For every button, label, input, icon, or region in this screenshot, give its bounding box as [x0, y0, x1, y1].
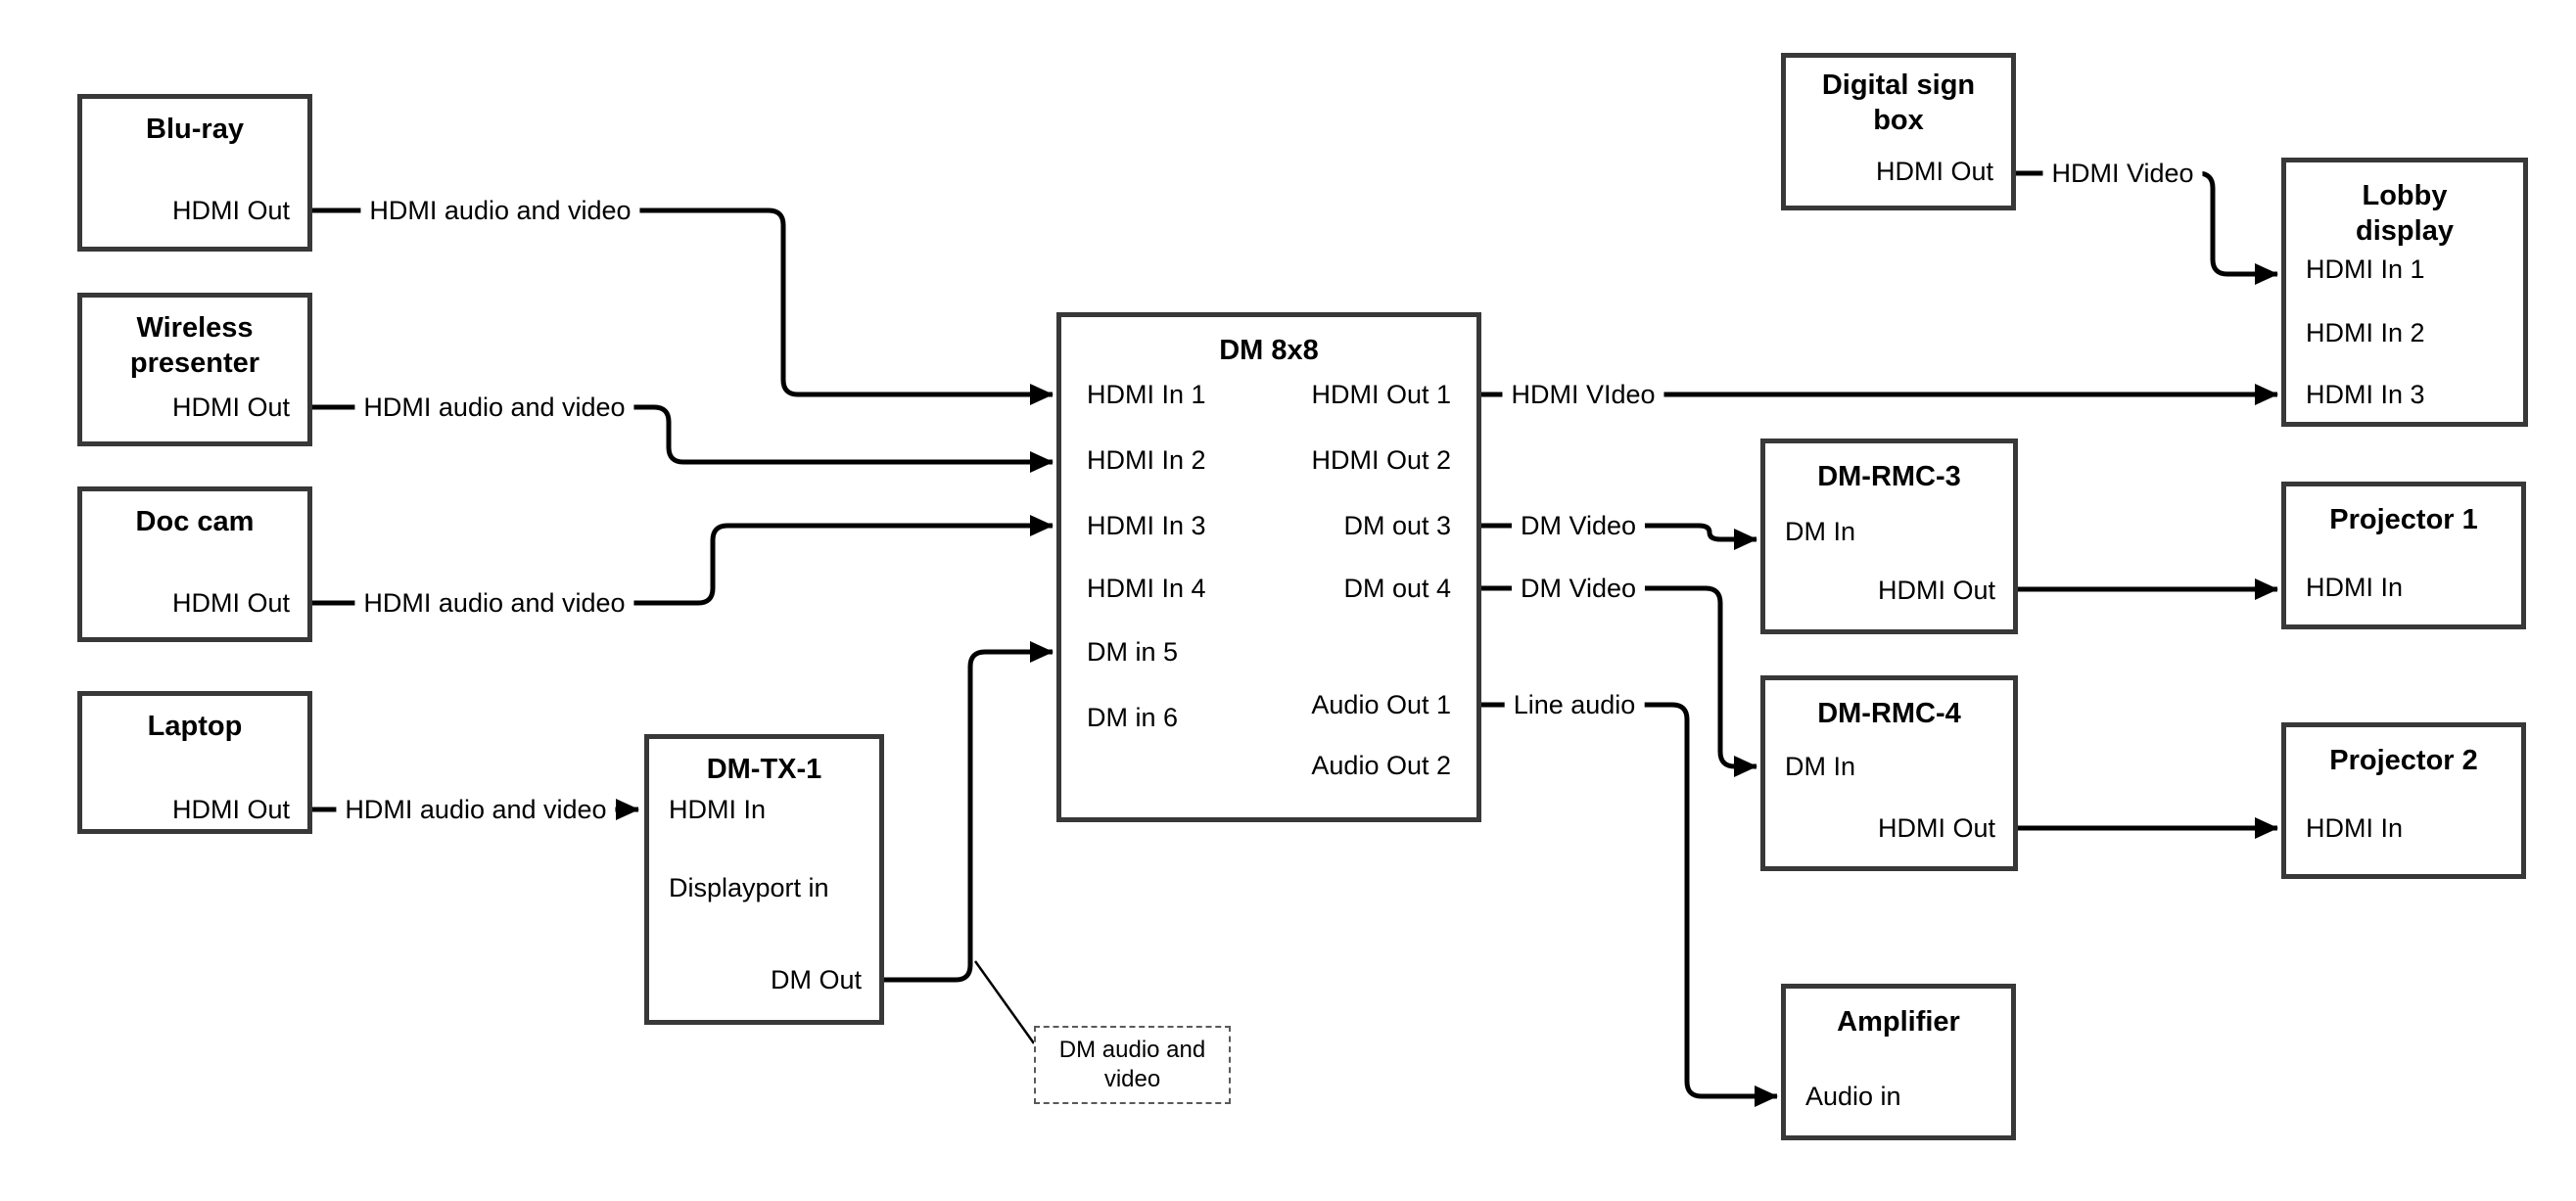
port-dm-out: DM Out [770, 965, 862, 994]
node-title: Digital sign box [1821, 69, 1976, 136]
callout-text: DM audio and video [1058, 1037, 1206, 1092]
port-hdmi-out: HDMI Out [171, 588, 290, 618]
port-dm-out-4: DM out 4 [1343, 574, 1451, 603]
edge-label-dm-video-3: DM Video [1511, 510, 1646, 541]
node-title: Laptop [147, 711, 243, 742]
port-hdmi-out: HDMI Out [1877, 576, 1995, 605]
port-hdmi-out: HDMI Out [171, 196, 290, 225]
node-blu-ray: Blu-ray HDMI Out [77, 94, 312, 252]
port-hdmi-in: HDMI In [2306, 813, 2404, 843]
port-hdmi-out: HDMI Out [1877, 813, 1995, 843]
port-audio-out-2: Audio Out 2 [1311, 751, 1451, 780]
port-displayport-in: Displayport in [669, 873, 829, 902]
node-laptop: Laptop HDMI Out [77, 691, 312, 834]
node-title: DM-TX-1 [706, 754, 822, 785]
port-hdmi-in-4: HDMI In 4 [1087, 574, 1206, 603]
edge-digitalsign-to-lobby-in1 [2016, 170, 2278, 285]
node-title: Doc cam [135, 506, 255, 537]
edge-dm8x8-audio1-to-amplifier [1481, 702, 1778, 1107]
port-dm-in-5: DM in 5 [1087, 637, 1179, 667]
node-title: Amplifier [1837, 1006, 1960, 1038]
callout-leader-line [973, 960, 1036, 1044]
node-lobby-display: Lobby display HDMI In 1 HDMI In 2 HDMI I… [2281, 158, 2528, 427]
port-hdmi-out-2: HDMI Out 2 [1311, 445, 1451, 475]
node-digital-sign-box: Digital sign box HDMI Out [1781, 53, 2016, 210]
port-audio-in: Audio in [1805, 1082, 1901, 1111]
port-dm-in: DM In [1785, 752, 1856, 781]
node-title: Lobby display [2356, 180, 2454, 247]
edge-dm8x8-out3-to-dmrmc3 [1481, 523, 1757, 550]
node-dm-8x8: DM 8x8 HDMI In 1 HDMI In 2 HDMI In 3 HDM… [1056, 312, 1481, 822]
port-hdmi-in-3: HDMI In 3 [1087, 511, 1206, 540]
port-hdmi-in-2: HDMI In 2 [2306, 318, 2425, 347]
port-hdmi-out: HDMI Out [171, 393, 290, 422]
port-dm-in: DM In [1785, 517, 1856, 546]
node-wireless-presenter: Wireless presenter HDMI Out [77, 293, 312, 446]
edge-label-dm-video-4: DM Video [1511, 573, 1646, 604]
port-hdmi-in: HDMI In [2306, 573, 2404, 602]
node-projector-1: Projector 1 HDMI In [2281, 482, 2526, 629]
edge-label-hdmi-video-out1: HDMI VIdeo [1502, 379, 1664, 410]
node-amplifier: Amplifier Audio in [1781, 984, 2016, 1140]
edge-label-hdmi-video-sign: HDMI Video [2042, 158, 2203, 189]
node-title: DM-RMC-3 [1817, 461, 1961, 492]
port-dm-out-3: DM out 3 [1343, 511, 1451, 540]
edge-wireless-to-dm8x8-in2 [312, 404, 1054, 473]
port-hdmi-in-1: HDMI In 1 [2306, 254, 2425, 284]
port-dm-in-6: DM in 6 [1087, 703, 1179, 732]
port-hdmi-in-2: HDMI In 2 [1087, 445, 1206, 475]
edge-label-hdmi-audio-video-2: HDMI audio and video [354, 392, 634, 423]
node-dm-tx-1: DM-TX-1 HDMI In Displayport in DM Out [644, 734, 884, 1025]
port-hdmi-in-1: HDMI In 1 [1087, 380, 1206, 409]
callout-dm-audio-video: DM audio and video [1034, 1026, 1231, 1104]
node-title: DM-RMC-4 [1817, 698, 1961, 729]
port-hdmi-in: HDMI In [669, 795, 767, 824]
node-title: Projector 1 [2329, 504, 2478, 535]
node-dm-rmc-3: DM-RMC-3 DM In HDMI Out [1760, 439, 2018, 634]
edge-label-hdmi-audio-video-1: HDMI audio and video [360, 195, 640, 226]
node-title: DM 8x8 [1219, 335, 1319, 366]
port-hdmi-in-3: HDMI In 3 [2306, 380, 2425, 409]
node-dm-rmc-4: DM-RMC-4 DM In HDMI Out [1760, 675, 2018, 871]
port-hdmi-out: HDMI Out [1875, 157, 1993, 186]
edge-label-hdmi-audio-video-3: HDMI audio and video [354, 587, 634, 619]
edge-label-hdmi-audio-video-4: HDMI audio and video [336, 794, 616, 825]
port-hdmi-out: HDMI Out [171, 795, 290, 824]
node-doc-cam: Doc cam HDMI Out [77, 486, 312, 642]
port-hdmi-out-1: HDMI Out 1 [1311, 380, 1451, 409]
edge-dm8x8-out4-to-dmrmc4 [1481, 585, 1757, 777]
edge-doccam-to-dm8x8-in3 [312, 515, 1054, 606]
node-title: Blu-ray [146, 114, 244, 145]
port-audio-out-1: Audio Out 1 [1311, 690, 1451, 719]
edge-bluray-to-dm8x8-in1 [312, 208, 1054, 405]
node-projector-2: Projector 2 HDMI In [2281, 722, 2526, 879]
edge-label-line-audio: Line audio [1504, 689, 1645, 720]
node-title: Wireless presenter [129, 312, 260, 379]
edge-dmtx1-to-dm8x8-in5 [884, 641, 1054, 983]
node-title: Projector 2 [2329, 745, 2478, 776]
